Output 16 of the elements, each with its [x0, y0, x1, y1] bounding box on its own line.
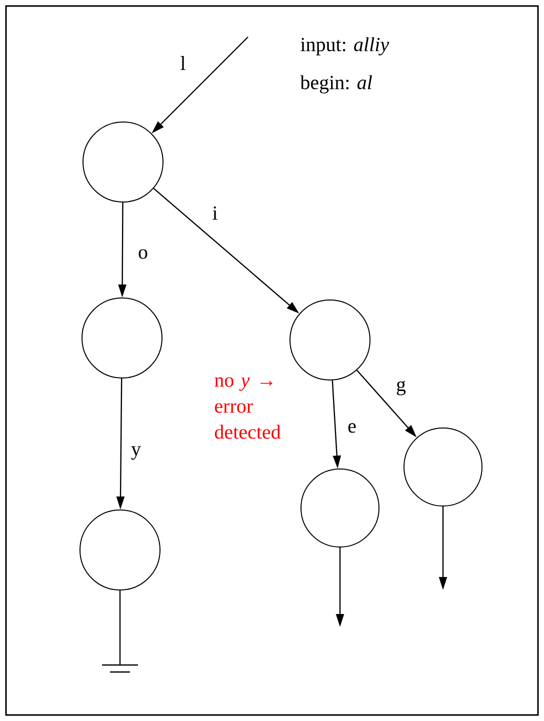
note-text: begin: al [300, 75, 372, 94]
state-circle [404, 428, 482, 506]
edge-label: y [130, 445, 142, 461]
edge-label: e [346, 422, 358, 434]
edge-label: g [395, 380, 407, 396]
edge-label: l [179, 55, 187, 71]
line [119, 590, 121, 665]
edge-label: i [211, 205, 219, 221]
note-text: input: alliy [300, 37, 390, 56]
note-text: no y → error detected [214, 377, 281, 439]
state-circle [290, 300, 370, 380]
state-circle [82, 298, 162, 378]
state-circle [80, 510, 160, 590]
state-circle [300, 468, 380, 548]
state-circle [82, 122, 164, 202]
edge-label: o [137, 248, 149, 260]
